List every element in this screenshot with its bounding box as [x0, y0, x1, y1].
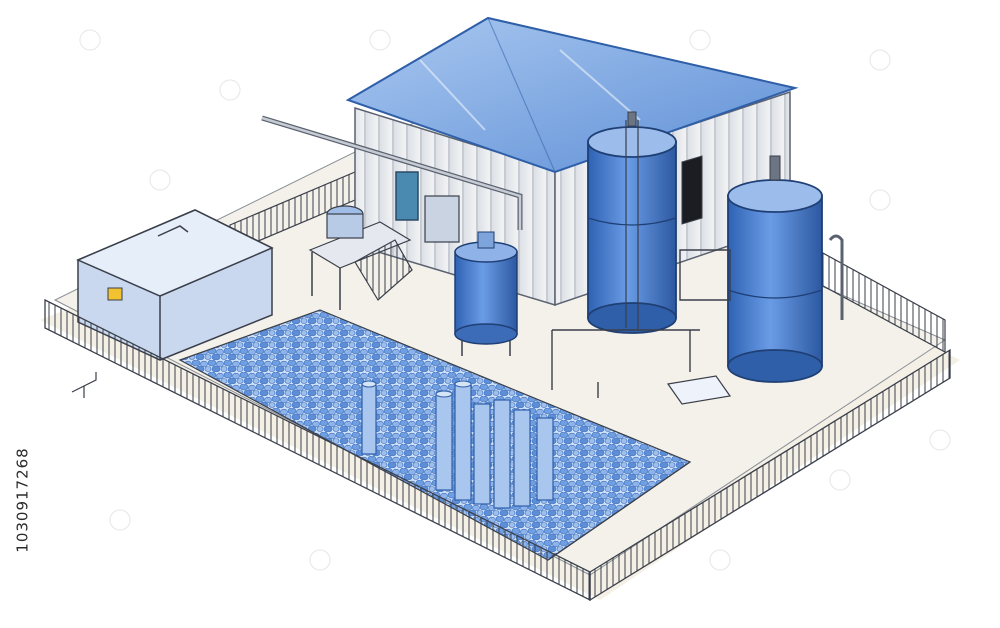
tall-storage-tank — [587, 111, 677, 334]
tank-ladder — [625, 120, 639, 330]
building-side-door — [681, 155, 703, 225]
building-front-door — [395, 171, 419, 221]
mixing-platform — [308, 195, 460, 310]
warning-label-icon — [107, 287, 123, 301]
stock-id-text: 1030917268 — [14, 447, 32, 553]
pump-unit — [424, 195, 460, 243]
storage-container — [76, 209, 274, 361]
vent-pipes — [361, 380, 554, 509]
large-storage-tank — [727, 155, 844, 383]
pipe-rack — [551, 249, 732, 405]
overhead-pipe — [261, 115, 523, 230]
building-roof — [345, 16, 799, 174]
collection-trough — [666, 375, 732, 405]
platform-stairs — [354, 239, 413, 301]
small-chemical-tank — [454, 231, 518, 356]
front-fence — [44, 298, 951, 602]
drain-outlet — [71, 372, 97, 398]
stock-id-label: 1030917268 — [10, 380, 36, 620]
